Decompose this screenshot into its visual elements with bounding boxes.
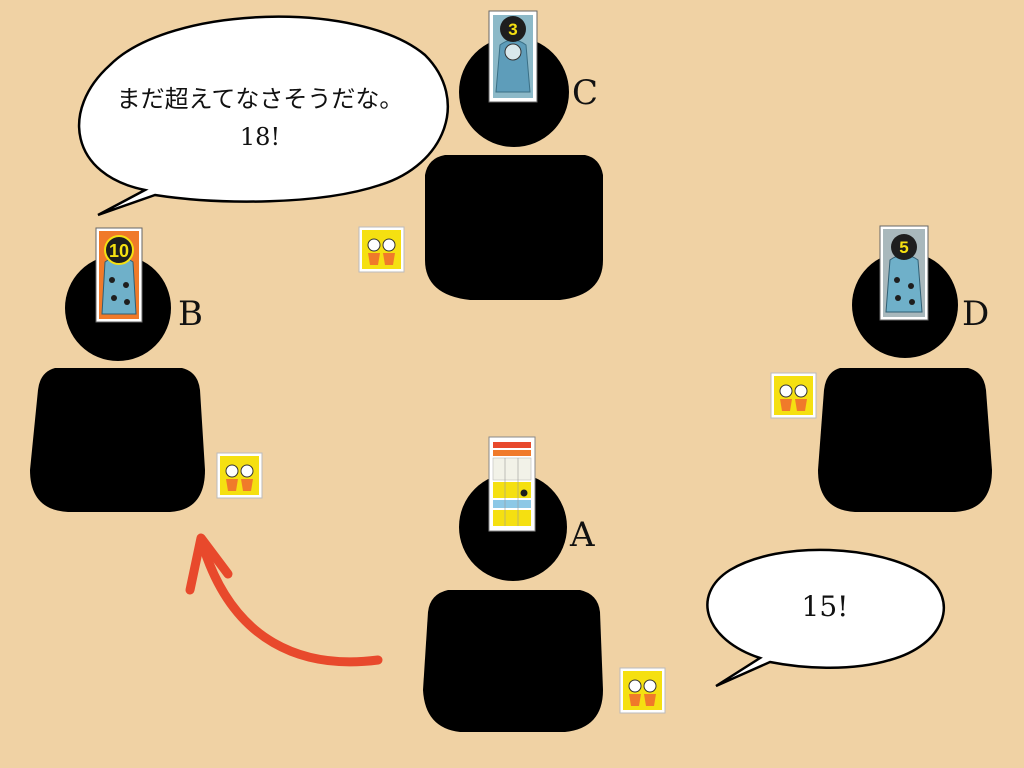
speech-bubble-b-line1: まだ超えてなさそうだな。 <box>116 85 404 113</box>
player-b-label: B <box>178 294 203 334</box>
speech-bubble-b-text: まだ超えてなさそうだな。 18! <box>90 80 430 156</box>
player-a-score-table-card <box>488 436 536 532</box>
player-a-label: A <box>570 515 595 555</box>
player-c-card: 3 <box>488 10 538 103</box>
player-c-label: C <box>572 73 599 113</box>
player-d-card: 5 <box>879 225 929 321</box>
player-d-silhouette <box>818 252 992 512</box>
player-b-card-number: 10 <box>109 241 129 261</box>
player-a-silhouette <box>423 473 603 732</box>
twin-kids-token-icon <box>619 667 666 714</box>
speech-bubble-b <box>77 15 450 217</box>
speech-bubble-a-line1: 15! <box>801 590 849 623</box>
speech-bubble-b-line2: 18! <box>239 123 281 151</box>
twin-kids-token-icon <box>358 226 405 273</box>
player-d-label: D <box>962 294 990 334</box>
speech-bubble-a <box>706 548 946 688</box>
speech-bubble-a-text: 15! <box>740 590 910 624</box>
twin-kids-token-icon <box>216 452 263 499</box>
curved-arrow-icon <box>185 533 383 667</box>
twin-kids-token-icon <box>770 372 817 419</box>
player-b-card: 10 <box>95 227 143 323</box>
player-c-card-number: 3 <box>508 20 517 39</box>
player-d-card-number: 5 <box>899 238 908 257</box>
